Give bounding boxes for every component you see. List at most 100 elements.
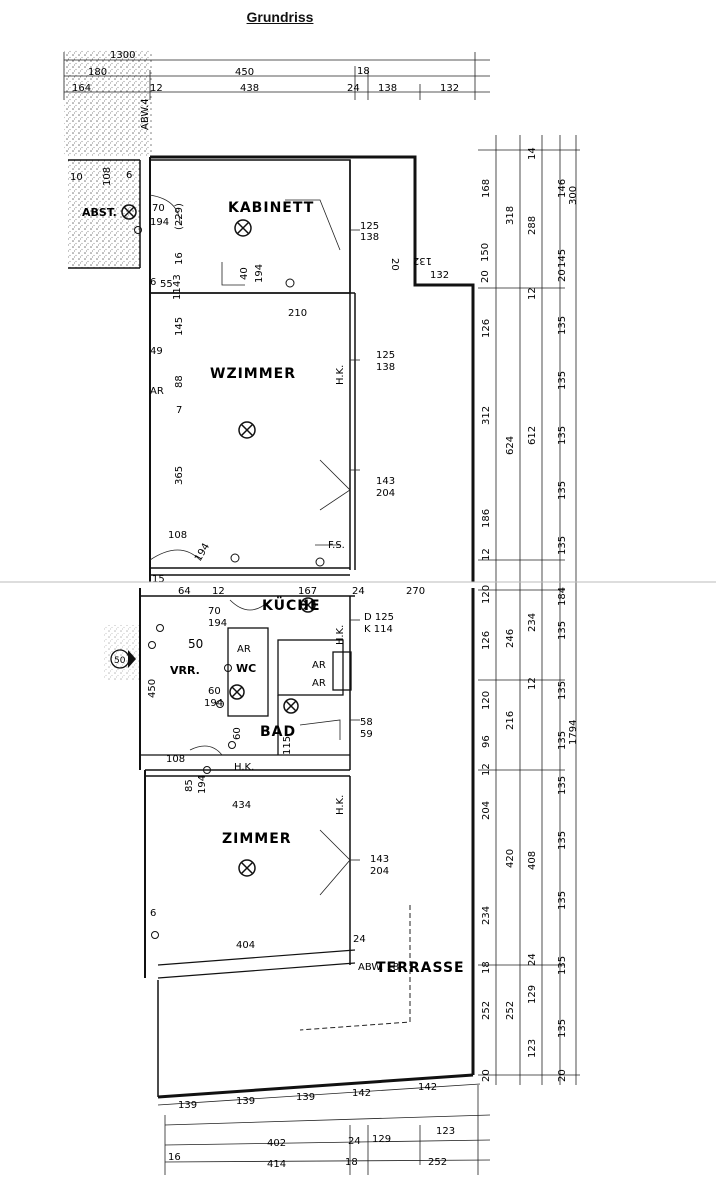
svg-text:135: 135 — [557, 371, 568, 390]
svg-text:180: 180 — [88, 67, 107, 78]
misc-labels: ABW.4 ABW. 18. AR AR AR AR H.K. H.K. H.K… — [114, 98, 402, 973]
svg-text:138: 138 — [360, 232, 379, 243]
svg-text:135: 135 — [557, 891, 568, 910]
svg-text:365: 365 — [174, 466, 185, 485]
svg-text:14: 14 — [527, 147, 538, 160]
svg-text:6: 6 — [126, 170, 132, 181]
svg-text:123: 123 — [527, 1039, 538, 1058]
svg-text:402: 402 — [267, 1138, 286, 1149]
svg-text:AR: AR — [150, 386, 164, 397]
svg-text:129: 129 — [372, 1134, 391, 1145]
svg-text:1300: 1300 — [110, 50, 135, 61]
svg-text:12: 12 — [150, 83, 163, 94]
light-icon-wzimmer — [238, 421, 256, 439]
svg-text:135: 135 — [557, 776, 568, 795]
room-label-kueche: KÜCHE — [262, 596, 321, 614]
svg-text:50: 50 — [114, 656, 126, 666]
svg-text:ABW.4: ABW.4 — [140, 98, 151, 130]
svg-text:20: 20 — [557, 1069, 568, 1082]
svg-text:135: 135 — [557, 536, 568, 555]
svg-text:318: 318 — [505, 206, 516, 225]
svg-text:7: 7 — [176, 405, 182, 416]
svg-text:24: 24 — [347, 83, 360, 94]
svg-text:126: 126 — [481, 319, 492, 338]
room-label-wc: WC — [236, 662, 256, 675]
svg-text:40: 40 — [239, 267, 250, 280]
svg-text:194: 194 — [197, 775, 208, 794]
svg-text:H.K.: H.K. — [335, 365, 346, 385]
svg-text:20: 20 — [480, 270, 491, 283]
svg-text:612: 612 — [527, 426, 538, 445]
svg-text:135: 135 — [557, 481, 568, 500]
neighbour-hatch — [64, 50, 152, 680]
svg-text:252: 252 — [428, 1157, 447, 1168]
svg-text:132: 132 — [413, 255, 432, 266]
room-label-bad: BAD — [260, 724, 296, 740]
light-icon-abst — [121, 204, 137, 220]
svg-text:AR: AR — [312, 660, 326, 671]
svg-text:164: 164 — [72, 83, 91, 94]
svg-text:404: 404 — [236, 940, 255, 951]
svg-text:168: 168 — [481, 179, 492, 198]
room-label-kabinett: KABINETT — [228, 200, 314, 216]
svg-text:12: 12 — [481, 548, 492, 561]
svg-text:58: 58 — [360, 717, 373, 728]
svg-text:234: 234 — [481, 906, 492, 925]
terrace-outline — [299, 905, 411, 1031]
svg-text:146: 146 — [557, 179, 568, 198]
svg-text:55: 55 — [160, 279, 173, 290]
svg-text:12: 12 — [481, 763, 492, 776]
svg-text:12: 12 — [527, 677, 538, 690]
bottom-dimension-lines — [157, 1083, 491, 1175]
svg-text:135: 135 — [557, 731, 568, 750]
svg-text:129: 129 — [527, 985, 538, 1004]
svg-text:6: 6 — [150, 908, 156, 919]
svg-text:300: 300 — [568, 186, 579, 205]
svg-text:20: 20 — [481, 1069, 492, 1082]
light-fixtures — [121, 204, 316, 877]
svg-text:H.K.: H.K. — [234, 762, 254, 773]
svg-text:AR: AR — [237, 644, 251, 655]
svg-text:6: 6 — [150, 277, 156, 288]
svg-text:F.S.: F.S. — [328, 540, 345, 551]
svg-text:16: 16 — [174, 252, 185, 265]
outlet-symbols — [134, 226, 325, 939]
svg-text:194: 194 — [193, 541, 212, 563]
svg-text:288: 288 — [527, 216, 538, 235]
svg-text:18: 18 — [345, 1157, 358, 1168]
svg-text:108: 108 — [166, 754, 185, 765]
room-label-zimmer: ZIMMER — [222, 831, 292, 847]
svg-text:138: 138 — [376, 362, 395, 373]
svg-text:126: 126 — [481, 631, 492, 650]
svg-text:142: 142 — [352, 1088, 371, 1099]
bottom-dimension-text: 139 139 139 142 142 402 24 129 123 16 41… — [168, 1082, 455, 1170]
svg-text:624: 624 — [505, 436, 516, 455]
svg-text:18: 18 — [357, 66, 370, 77]
svg-text:204: 204 — [481, 801, 492, 820]
svg-text:139: 139 — [296, 1092, 315, 1103]
svg-text:50: 50 — [188, 637, 203, 651]
room-label-terrasse: TERRASSE — [376, 960, 465, 976]
door-swings — [149, 194, 351, 896]
svg-text:150: 150 — [480, 243, 491, 262]
svg-text:10: 10 — [70, 172, 83, 183]
svg-text:85: 85 — [184, 779, 195, 792]
svg-text:24: 24 — [352, 586, 365, 597]
svg-text:20: 20 — [389, 258, 400, 271]
svg-text:16: 16 — [168, 1152, 181, 1163]
svg-text:24: 24 — [353, 934, 366, 945]
svg-text:145: 145 — [557, 249, 568, 268]
svg-text:60: 60 — [232, 727, 243, 740]
svg-text:145: 145 — [174, 317, 185, 336]
svg-text:115: 115 — [282, 736, 293, 755]
svg-text:312: 312 — [481, 406, 492, 425]
page-title: Grundriss — [246, 9, 314, 25]
svg-text:AR: AR — [312, 678, 326, 689]
svg-text:167: 167 — [298, 586, 317, 597]
top-dimension-lines — [63, 52, 490, 100]
svg-text:210: 210 — [288, 308, 307, 319]
arrow-50-icon — [110, 649, 136, 669]
svg-text:70: 70 — [152, 203, 165, 214]
svg-text:108: 108 — [168, 530, 187, 541]
